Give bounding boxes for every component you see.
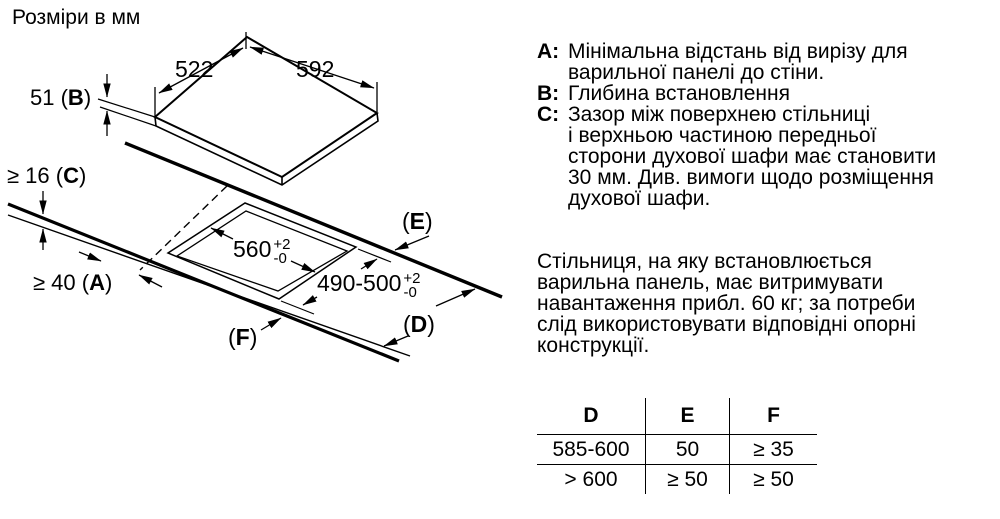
dim-arrow-line	[210, 227, 234, 240]
legend-line: і верхньою частиною передньої	[568, 124, 877, 147]
paragraph-line: слід використовувати відповідні опорні	[537, 313, 916, 336]
ext-line	[280, 300, 315, 315]
label-f: (F)	[228, 324, 257, 350]
label-f-arrow-line	[260, 317, 282, 331]
legend-text-a: Мінімальна відстань від вирізу для варил…	[568, 41, 992, 83]
cutout-inner-rim	[175, 210, 349, 292]
dim-592-label: 592	[296, 56, 334, 82]
label-d-arrows	[383, 288, 476, 347]
cutout-projection-dashed-line	[139, 185, 228, 271]
worktop-cutout	[166, 202, 358, 300]
label-d: (D)	[403, 311, 435, 337]
paragraph-line: варильна панель, має витримувати	[537, 271, 884, 294]
table-cell-e1: 50	[645, 435, 730, 465]
def-dimensions-table: D E F 585-600 50 ≥ 35 > 600 ≥ 50 ≥ 50	[537, 398, 817, 494]
table-header-d: D	[537, 398, 645, 435]
legend-key-c: C:	[537, 103, 560, 126]
dim-560-label: 560+2-0	[233, 236, 290, 267]
dimension-560	[210, 227, 316, 273]
legend-key-b: B:	[537, 82, 560, 105]
dimension-592	[249, 46, 378, 112]
dim-arrow-line	[138, 274, 163, 288]
legend-line: Мінімальна відстань від вирізу для	[568, 40, 908, 63]
cutout-outer-rim	[166, 202, 358, 300]
table-cell-f2: ≥ 50	[753, 467, 794, 491]
dimension-522	[154, 32, 247, 116]
dim-c-label: ≥ 16 (C)	[7, 163, 86, 188]
legend: A: Мінімальна відстань від вирізу для ва…	[537, 41, 992, 209]
dim-arrow-line	[435, 288, 476, 307]
table-header-f: F	[730, 398, 817, 435]
worktop-load-paragraph: Стільниця, на яку встановлюється варильн…	[537, 251, 992, 356]
dimension-490-500	[280, 248, 392, 315]
dim-arrow-line	[290, 260, 316, 273]
dim-a-label: ≥ 40 (A)	[33, 270, 112, 295]
legend-line: варильної панелі до стіни.	[568, 61, 825, 84]
paragraph-line: Стільниця, на яку встановлюється	[537, 250, 872, 273]
table-cell-d1: 585-600	[537, 435, 645, 465]
worktop-front-bottom-line	[7, 214, 411, 357]
legend-line: сторони духової шафи має становити	[568, 145, 937, 168]
legend-line: духової шафи.	[568, 187, 711, 210]
dim-522-label: 522	[175, 56, 213, 82]
worktop-front-top-line	[7, 202, 400, 363]
dim-490-500-label: 490-500+2-0	[317, 270, 421, 301]
table-cell-d2: > 600	[564, 467, 618, 491]
paragraph-line: конструкції.	[537, 334, 650, 357]
paragraph-line: навантаження прибл. 60 кг; за потреби	[537, 292, 916, 315]
label-e-arrow-line	[394, 235, 430, 251]
hob-panel-edge-lip	[154, 112, 379, 186]
table-header-e: E	[645, 398, 730, 435]
legend-line: 30 мм. Див. вимоги щодо розміщення	[568, 166, 934, 189]
dim-arrow-line	[158, 47, 244, 94]
legend-item-a: A: Мінімальна відстань від вирізу для ва…	[537, 41, 992, 83]
table-cell-e2: ≥ 50	[645, 465, 730, 494]
legend-item-b: B: Глибина встановлення	[537, 83, 992, 104]
legend-line: Зазор між поверхнею стільниці	[568, 103, 871, 126]
label-e: (E)	[402, 208, 433, 234]
dim-arrow-line	[383, 335, 409, 347]
installation-diagram: 522 592 51 (B) ≥ 16 (C)	[7, 32, 503, 363]
dimension-51-b	[97, 74, 157, 136]
legend-item-c: C: Зазор між поверхнею стільниці і верхн…	[537, 104, 992, 209]
table-cell-f1: ≥ 35	[730, 435, 817, 465]
worktop-front-edge	[7, 202, 411, 363]
page-title: Розміри в мм	[12, 6, 141, 29]
profile-line	[97, 98, 156, 118]
dimension-40-a	[78, 251, 163, 288]
ext-line	[357, 248, 392, 263]
legend-key-a: A:	[537, 40, 560, 63]
dim-arrow-line	[249, 46, 375, 89]
legend-text-c: Зазор між поверхнею стільниці і верхньою…	[568, 104, 992, 209]
legend-text-b: Глибина встановлення	[568, 83, 992, 104]
worktop-back-edge-line	[124, 141, 503, 299]
dim-arrow-line	[78, 251, 102, 262]
legend-line: Глибина встановлення	[568, 82, 790, 105]
dim-arrow-line	[302, 295, 318, 306]
dim-b-label: 51 (B)	[30, 85, 91, 110]
profile-line	[99, 106, 157, 127]
dim-arrow-line	[360, 258, 378, 270]
